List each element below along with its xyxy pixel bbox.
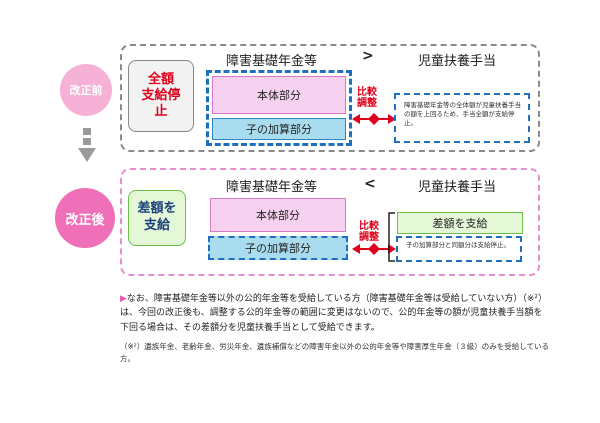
before-badge: 改正前 xyxy=(60,64,112,116)
after-pension-heading: 障害基礎年金等 xyxy=(226,180,318,195)
note-primary: ▶なお、障害基礎年金等以外の公的年金等を受給している方（障害基礎年金等は受給して… xyxy=(120,292,550,335)
before-main-part-label: 本体部分 xyxy=(257,89,301,102)
before-compare-arrow-icon xyxy=(352,113,396,125)
before-compare-label-2: 調整 xyxy=(357,97,377,109)
before-allowance-box: 障害基礎年金等の全体額が児童扶養手当の額を上回るため、手当全額が支給停止。 xyxy=(394,93,530,143)
after-panel xyxy=(120,168,540,276)
after-badge: 改正後 xyxy=(55,188,115,248)
after-child-part-label: 子の加算部分 xyxy=(245,242,311,255)
full-suspension-box: 全額 支給停 止 xyxy=(128,60,194,132)
before-compare-label: 比較 調整 xyxy=(356,87,378,109)
before-comparator: > xyxy=(362,48,374,64)
after-main-part-label: 本体部分 xyxy=(256,209,300,222)
note-bullet-icon: ▶ xyxy=(120,294,127,304)
after-bracket-icon xyxy=(388,212,395,262)
before-pension-heading: 障害基礎年金等 xyxy=(226,54,318,69)
after-allowance-note: 子の加算部分と同額分は支給停止。 xyxy=(406,241,510,249)
after-badge-label: 改正後 xyxy=(65,212,105,228)
after-compare-arrow-icon xyxy=(352,243,396,255)
after-difference-pay: 差額を支給 xyxy=(397,212,523,234)
note-primary-text: なお、障害基礎年金等以外の公的年金等を受給している方（障害基礎年金等は受給してい… xyxy=(120,294,548,333)
difference-pay-line1: 差額を xyxy=(137,201,177,217)
before-main-part: 本体部分 xyxy=(212,76,346,114)
after-allowance-heading: 児童扶養手当 xyxy=(418,180,497,195)
full-suspension-line2: 支給停 xyxy=(141,87,181,103)
after-main-part: 本体部分 xyxy=(210,198,346,232)
before-panel xyxy=(120,44,540,152)
before-child-part-label: 子の加算部分 xyxy=(246,123,312,136)
transition-arrow-icon xyxy=(78,128,96,162)
after-allowance-box: 子の加算部分と同額分は支給停止。 xyxy=(396,236,522,262)
before-child-part: 子の加算部分 xyxy=(212,118,346,140)
after-comparator: < xyxy=(364,176,376,192)
after-compare-label: 比較 調整 xyxy=(358,221,380,243)
after-difference-pay-label: 差額を支給 xyxy=(432,217,488,230)
before-badge-label: 改正前 xyxy=(69,84,103,97)
before-compare-label-1: 比較 xyxy=(357,87,377,98)
difference-pay-line2: 支給 xyxy=(143,218,170,233)
after-child-part: 子の加算部分 xyxy=(208,236,348,260)
before-pension-stack xyxy=(206,70,352,146)
note-footnote: （※²）遺族年金、老齢年金、労災年金、遺族補償などの障害年金以外の公的年金等や障… xyxy=(120,342,550,364)
difference-pay-box: 差額を 支給 xyxy=(128,190,186,246)
before-allowance-heading: 児童扶養手当 xyxy=(418,54,497,69)
full-suspension-line1: 全額 xyxy=(147,71,174,87)
after-compare-label-1: 比較 xyxy=(359,221,379,232)
after-compare-label-2: 調整 xyxy=(359,231,379,243)
full-suspension-line3: 止 xyxy=(154,104,168,120)
before-allowance-note: 障害基礎年金等の全体額が児童扶養手当の額を上回るため、手当全額が支給停止。 xyxy=(404,101,521,127)
